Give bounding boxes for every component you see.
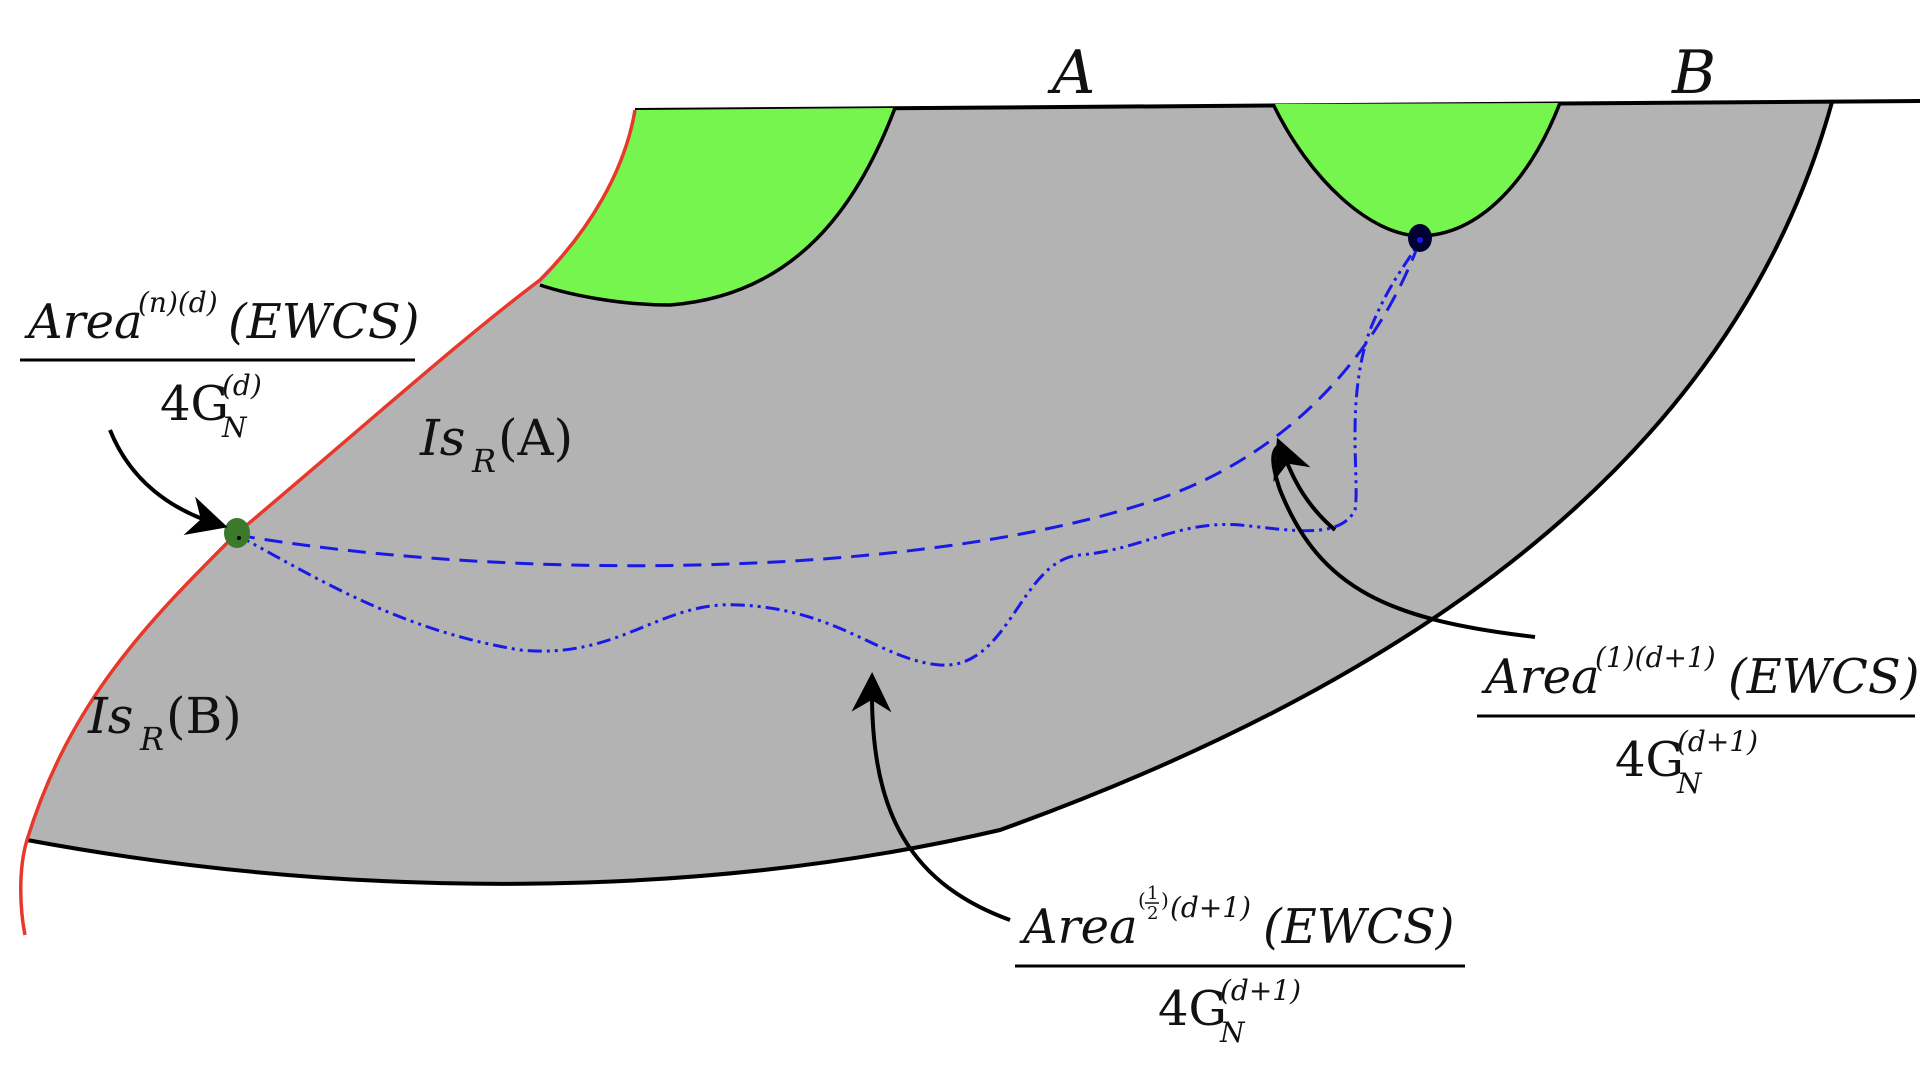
- brane-curve: [19, 109, 637, 936]
- island-b-sub: R: [139, 720, 164, 758]
- bulk-point-core: [1417, 237, 1423, 243]
- formula-brane-num-arg: (EWCS): [228, 294, 419, 350]
- formula-dashed-num-sup: (1)(d+1): [1595, 641, 1716, 674]
- island-b-label: Is R (B): [87, 687, 242, 758]
- formula-brane-ewcs: Area (n)(d) (EWCS) 4G N (d): [20, 286, 419, 444]
- island-a-main: Is: [419, 409, 465, 467]
- formula-dashed-den-sub: N: [1676, 767, 1703, 800]
- formula-dashed-ewcs: Area (1)(d+1) (EWCS) 4G N (d+1): [1477, 641, 1919, 800]
- bulk-region: [27, 102, 1832, 884]
- ewcs-dashdot-curve: [236, 239, 1422, 667]
- rt-surface-left: [539, 107, 897, 307]
- formula-dashdot-sup-frac-den: 2: [1147, 903, 1158, 924]
- formula-dashdot-den-main: 4G: [1158, 981, 1227, 1037]
- entanglement-wedge-left: [540, 108, 895, 305]
- island-b-main: Is: [87, 687, 133, 745]
- formula-dashdot-sup-close: ): [1161, 888, 1169, 912]
- formula-dashdot-sup-frac-num: 1: [1147, 883, 1158, 904]
- formula-dashdot-num-main: Area: [1019, 899, 1138, 955]
- formula-dashdot-sup-open: (: [1138, 888, 1146, 912]
- formula-dashed-den-main: 4G: [1615, 732, 1684, 788]
- island-b-arg: (B): [166, 687, 242, 745]
- formula-brane-den-main: 4G: [160, 376, 229, 432]
- formula-dashdot-num-sup-rest: (d+1): [1170, 891, 1251, 924]
- brane-intersection-point: [224, 518, 250, 548]
- arrow-dashed-term: [1271, 443, 1536, 639]
- formula-brane-den-sup: (d): [222, 369, 262, 402]
- formula-dashed-den-sup: (d+1): [1677, 725, 1758, 758]
- formula-dashed-num-arg: (EWCS): [1728, 649, 1919, 705]
- island-a-label: Is R (A): [419, 409, 573, 480]
- region-a-label: A: [1047, 38, 1095, 108]
- formula-dashed-num-main: Area: [1481, 649, 1600, 705]
- arrow-brane-term: [108, 429, 228, 535]
- formula-dashdot-den-sup: (d+1): [1220, 974, 1301, 1007]
- island-a-arg: (A): [498, 409, 573, 467]
- formula-dashdot-num-arg: (EWCS): [1263, 899, 1454, 955]
- island-a-sub: R: [471, 442, 496, 480]
- arrow-dashdot-term: [851, 672, 1011, 922]
- formula-dashdot-den-sub: N: [1219, 1016, 1246, 1049]
- formula-brane-num-main: Area: [24, 294, 143, 350]
- ewcs-dashed-curve: [236, 239, 1422, 568]
- formula-brane-den-sub: N: [221, 411, 248, 444]
- entanglement-wedge-right: [1273, 103, 1560, 236]
- arrow-dashed-term-head: [1273, 437, 1337, 532]
- formula-brane-num-sup: (n)(d): [138, 286, 218, 319]
- lower-boundary-curve: [26, 101, 1834, 886]
- brane-point-core: [237, 536, 241, 540]
- region-b-label: B: [1671, 38, 1716, 108]
- formula-dashdot-ewcs: Area ( 1 2 ) (d+1) (EWCS) 4G N (d+1): [1015, 883, 1465, 1049]
